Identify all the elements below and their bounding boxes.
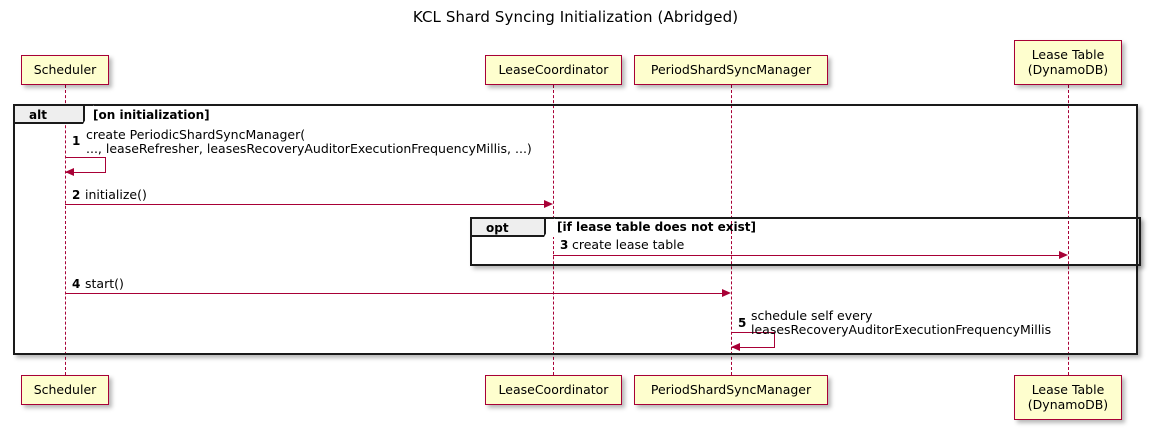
message-5-sequence: 5 xyxy=(738,316,747,330)
message-4-sequence: 4 xyxy=(72,277,81,291)
fragment-opt-tab: opt xyxy=(472,218,555,237)
participant-periodshardsyncmanager-bottom[interactable]: PeriodShardSyncManager xyxy=(634,375,828,405)
diagram-title: KCL Shard Syncing Initialization (Abridg… xyxy=(412,8,739,26)
participant-leasetable-top[interactable]: Lease Table (DynamoDB) xyxy=(1014,40,1122,85)
lifeline-scheduler xyxy=(65,85,66,375)
message-3-arrowhead xyxy=(1059,250,1068,259)
lifeline-periodshardsyncmanager xyxy=(731,85,732,375)
fragment-alt xyxy=(13,104,1138,355)
participant-scheduler-bottom[interactable]: Scheduler xyxy=(21,375,109,405)
fragment-opt xyxy=(470,217,1141,266)
participant-leasetable-bottom[interactable]: Lease Table (DynamoDB) xyxy=(1014,375,1122,420)
fragment-alt-tab: alt xyxy=(15,105,94,124)
message-1-label: create PeriodicShardSyncManager( ..., le… xyxy=(86,127,532,156)
lifeline-leasetable xyxy=(1068,85,1069,375)
message-5-label: schedule self every leasesRecoveryAudito… xyxy=(751,308,1052,337)
message-2-label: initialize() xyxy=(85,187,147,202)
message-1-sequence: 1 xyxy=(72,134,81,148)
message-4-label: start() xyxy=(85,276,124,291)
message-2-line xyxy=(65,204,546,205)
message-1-self-loop xyxy=(65,157,106,173)
message-5-self-loop xyxy=(731,332,775,348)
message-5-arrowhead xyxy=(731,343,740,351)
fragment-opt-guard: [if lease table does not exist] xyxy=(557,220,757,234)
message-2-arrowhead xyxy=(544,199,553,208)
message-3-label: create lease table xyxy=(572,237,685,252)
fragment-alt-guard: [on initialization] xyxy=(93,108,210,122)
message-3-line xyxy=(553,255,1061,256)
message-3-sequence: 3 xyxy=(560,238,569,252)
participant-periodshardsyncmanager-top[interactable]: PeriodShardSyncManager xyxy=(634,55,828,85)
message-1-arrowhead xyxy=(65,168,74,176)
message-2-sequence: 2 xyxy=(72,188,81,202)
participant-leasecoordinator-bottom[interactable]: LeaseCoordinator xyxy=(485,375,622,405)
participant-leasecoordinator-top[interactable]: LeaseCoordinator xyxy=(485,55,622,85)
message-4-line xyxy=(65,293,724,294)
participant-scheduler-top[interactable]: Scheduler xyxy=(21,55,109,85)
message-4-arrowhead xyxy=(722,288,731,297)
